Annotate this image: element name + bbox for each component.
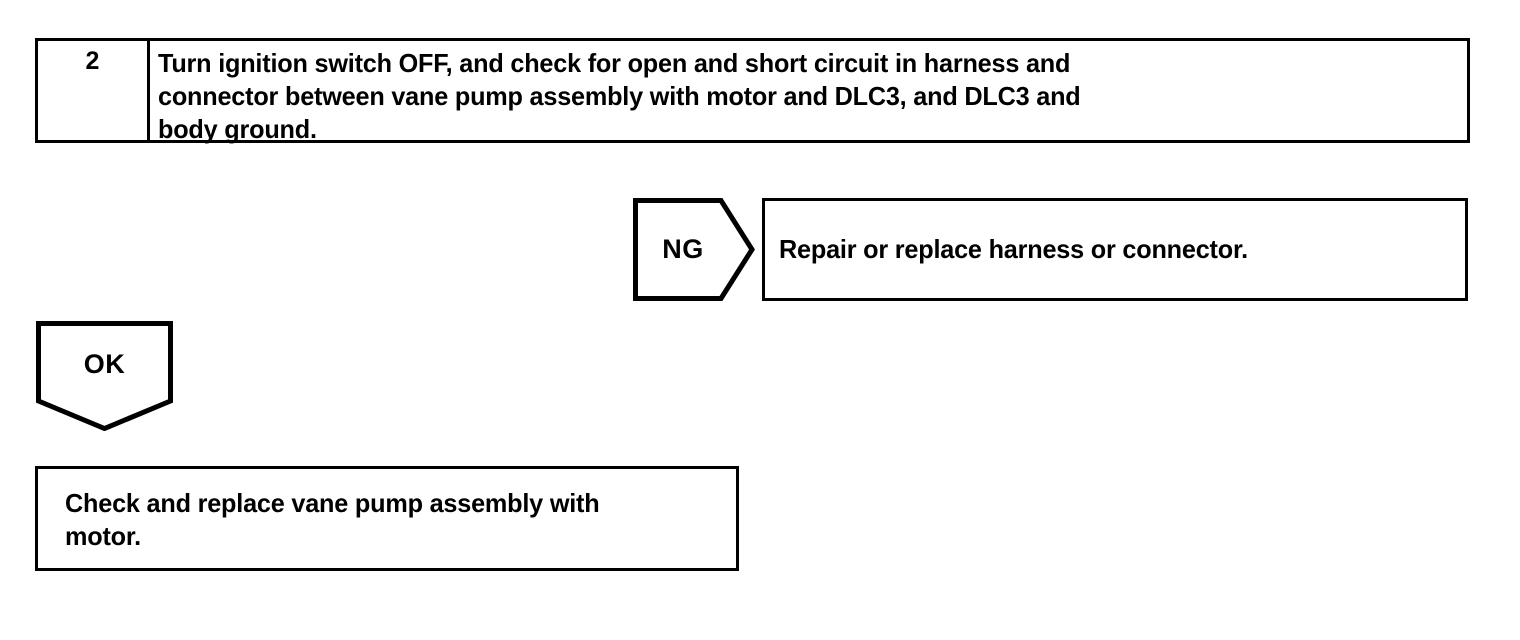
ng-branch-marker [633, 198, 755, 301]
ok-branch-marker [36, 321, 173, 431]
ng-result-box: Repair or replace harness or connector. [762, 198, 1468, 301]
ng-pentagon-icon [633, 198, 755, 301]
ng-result-text: Repair or replace harness or connector. [779, 234, 1248, 264]
step-instruction-cell: Turn ignition switch OFF, and check for … [150, 41, 1467, 144]
ok-result-text: Check and replace vane pump assembly wit… [65, 488, 600, 551]
step-instruction-text: Turn ignition switch OFF, and check for … [158, 48, 1081, 144]
ok-pentagon-icon [36, 321, 173, 431]
ok-result-box: Check and replace vane pump assembly wit… [35, 466, 739, 571]
step-number-cell: 2 [38, 41, 150, 140]
step-row: 2 Turn ignition switch OFF, and check fo… [35, 38, 1470, 144]
step-number: 2 [85, 47, 100, 75]
